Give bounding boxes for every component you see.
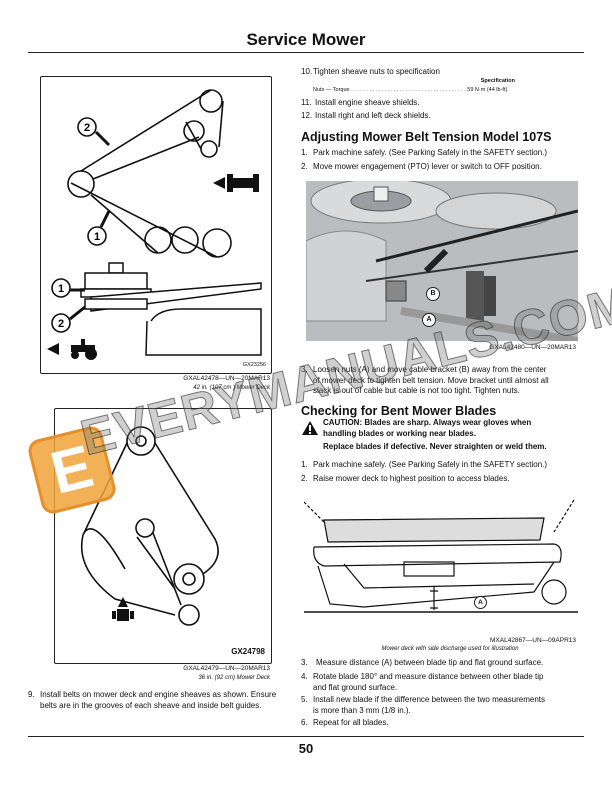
blade-measure-illustration: A [303,492,578,634]
photo-ref: GXAL42480—UN—20MAR13 [489,344,576,351]
photo-caption: Mower deck with side discharge used for … [381,646,519,652]
figure-caption: 42 in. (107 cm ) Mower Deck [193,385,270,391]
footer-rule [28,736,584,737]
callout-1-top: 1 [94,231,100,243]
final-step-4: 4. Rotate blade 180° and measure distanc… [301,672,544,692]
figure-code: GX23256 [242,362,266,368]
tractor-icon-side [47,339,97,360]
caution-replace: Replace blades if defective. Never strai… [323,442,547,451]
blade-step-1: 1. Park machine safely. (See Parking Saf… [301,460,548,469]
callout-2-top: 2 [84,122,90,134]
spec-leader: . . . . . . . . . . . . . . . . . . . . … [351,87,466,93]
step-9: 9. Install belts on mower deck and engin… [28,690,298,714]
label-a: A [422,313,436,327]
caution-block: CAUTION: Blades are sharp. Always wear g… [301,418,591,454]
final-step-6: 6. Repeat for all blades. [301,718,389,727]
page-number: 50 [298,741,314,756]
final-step-5: 5. Install new blade if the difference b… [301,695,545,715]
belt-step-2: 2. Move mower engagement (PTO) lever or … [301,162,542,171]
tractor-icon-top [213,174,259,192]
page-title: Service Mower [246,30,366,49]
belt-routing-42-svg: 2 1 1 2 [47,89,262,360]
callout-2-side: 2 [58,318,64,330]
belt-routing-36-svg [81,426,219,626]
belt-step-3: 3. Loosen nuts (A) and move cable bracke… [301,365,549,395]
mower-deck-36-diagram: GX24798 [54,408,272,664]
tractor-icon-36 [112,597,134,621]
photo-ref: MXAL42867—UN—09APR13 [490,637,576,644]
label-b: B [426,287,440,301]
cable-bracket-illustration [306,181,578,341]
figure-ref: GXAL42478—UN—20MAR13 [183,375,270,382]
caution-text: CAUTION: Blades are sharp. Always wear g… [323,418,532,438]
belt-tension-heading: Adjusting Mower Belt Tension Model 107S [301,130,552,144]
step-text: Install belts on mower deck and engine s… [40,690,277,710]
belt-step-1: 1. Park machine safely. (See Parking Saf… [301,148,548,157]
warning-icon [302,421,318,435]
figure-caption: 36 in. (92 cm) Mower Deck [198,675,270,681]
figure-ref: GXAL42479—UN—20MAR13 [183,665,270,672]
step-11: 11. Install engine sheave shields. [301,98,420,107]
figure-code: GX24798 [231,647,265,656]
step-10: 10. Tighten sheave nuts to specification [301,67,440,76]
callout-1-side: 1 [58,283,64,295]
blade-step-2: 2. Raise mower deck to highest position … [301,474,510,483]
bent-blades-heading: Checking for Bent Mower Blades [301,404,497,418]
final-step-3: 3. Measure distance (A) between blade ti… [301,658,544,667]
spec-heading: Specification [480,78,515,84]
step-number: 9. [28,690,35,699]
cable-bracket-photo: B A [306,181,578,341]
step-12: 12. Install right and left deck shields. [301,111,431,120]
spec-row: Nuts — Torque . . . . . . . . . . . . . … [313,87,577,97]
spec-label: Nuts — Torque [313,87,350,93]
mower-deck-42-diagram: 2 1 1 2 [40,76,272,374]
header-rule [28,52,584,53]
spec-value: 59 N·m (44 lb-ft) [467,87,508,93]
label-a: A [474,596,487,609]
